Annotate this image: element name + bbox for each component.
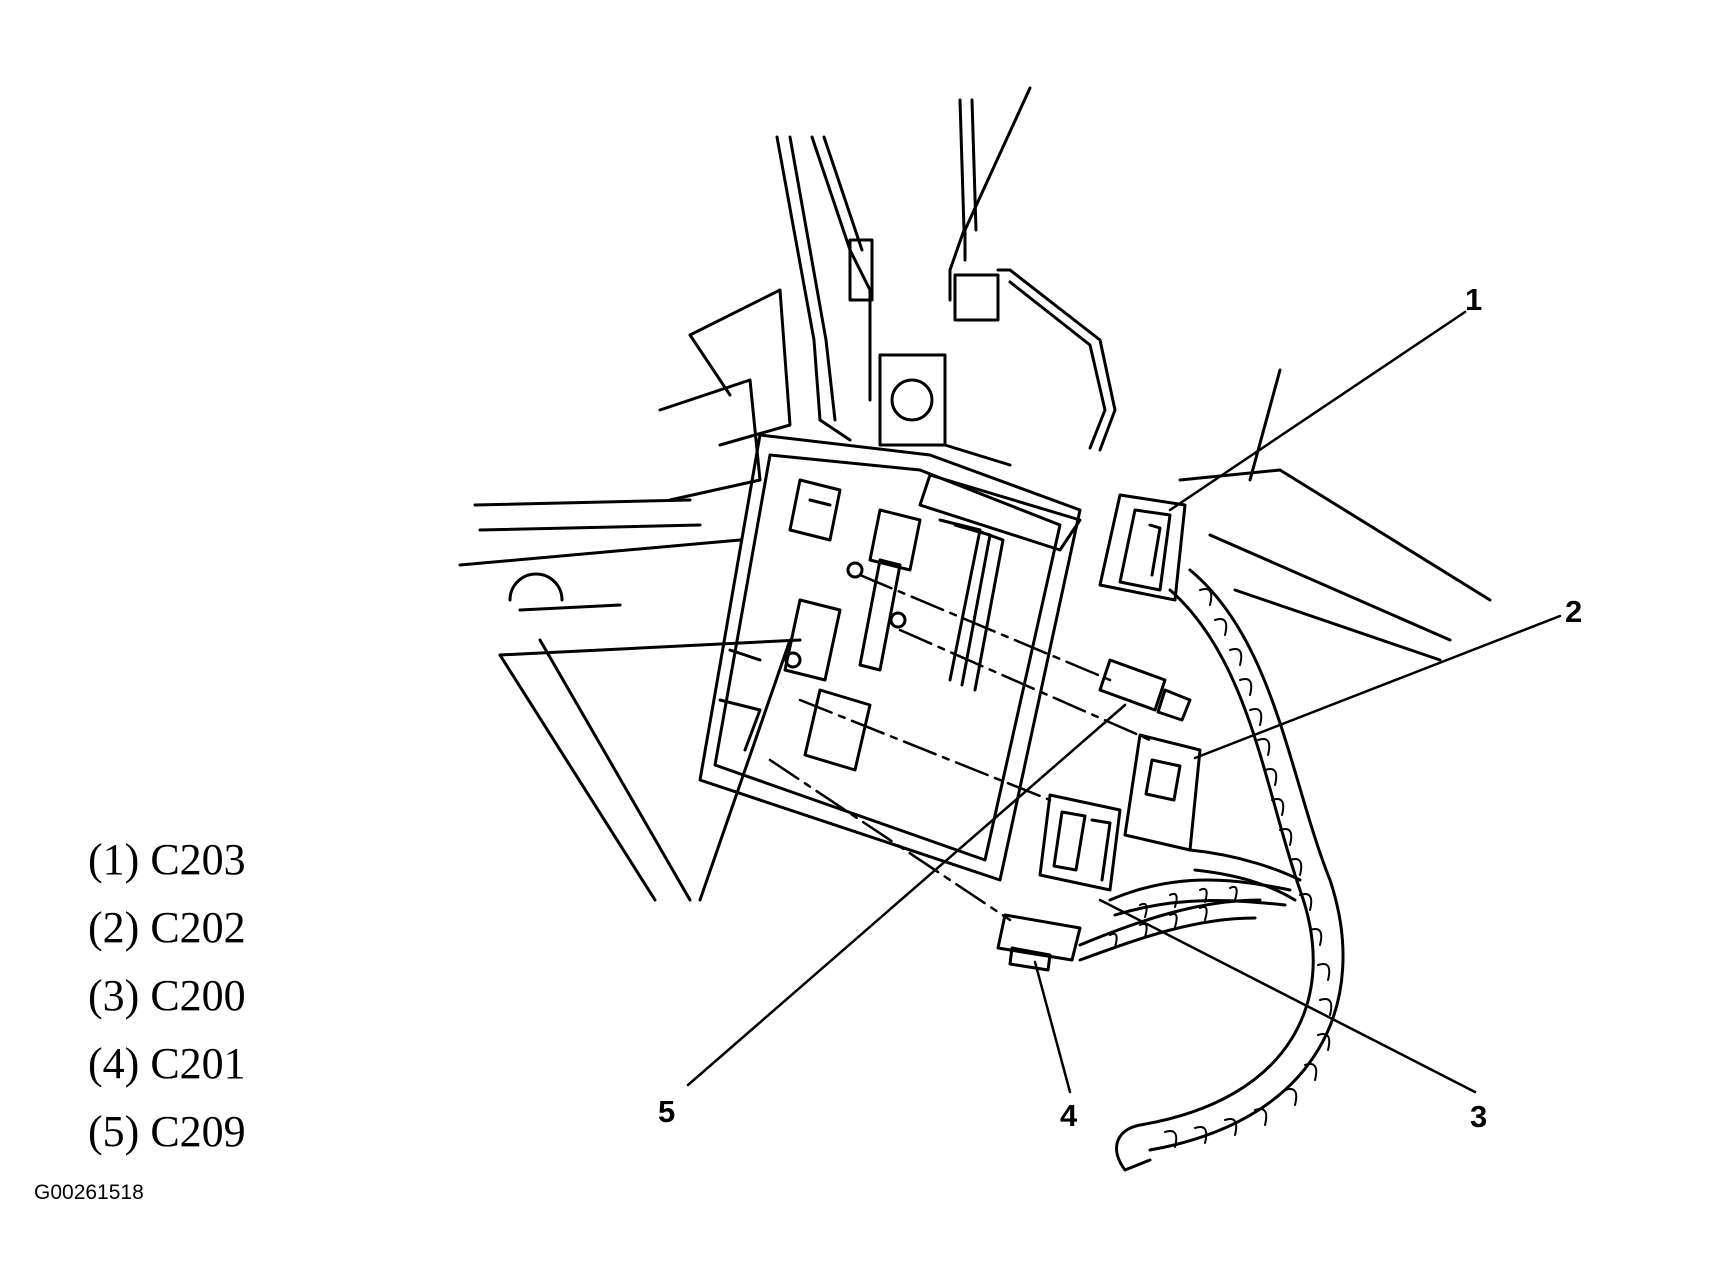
legend-item: (3) C200 — [88, 971, 246, 1020]
connector-c209 — [1098, 658, 1192, 722]
callout-2: 2 — [1565, 594, 1582, 629]
callout-3: 3 — [1470, 1099, 1487, 1134]
leader-line-3 — [1098, 898, 1477, 1094]
legend-item: (5) C209 — [88, 1107, 246, 1156]
wiring-harness — [1078, 568, 1345, 1172]
connector-c202 — [1123, 733, 1202, 852]
figure-id: G00261518 — [34, 1181, 144, 1204]
mounting-lines — [768, 573, 1152, 922]
legend-item: (2) C202 — [88, 903, 246, 952]
leader-line-4 — [1033, 960, 1072, 1094]
legend-item: (1) C203 — [88, 835, 246, 884]
connector-legend: (1) C203 (2) C202 (3) C200 (4) C201 (5) … — [88, 826, 246, 1166]
junction-block — [698, 433, 1082, 882]
body-structure — [458, 86, 1492, 902]
leader-lines — [686, 310, 1562, 1094]
callout-5: 5 — [658, 1094, 675, 1129]
callout-1: 1 — [1465, 282, 1482, 317]
callout-4: 4 — [1060, 1098, 1078, 1133]
connector-c203 — [1098, 493, 1187, 602]
legend-item: (4) C201 — [88, 1039, 246, 1088]
connector-c201 — [996, 913, 1082, 972]
leader-line-5 — [686, 703, 1127, 1087]
leader-line-2 — [1193, 614, 1562, 760]
leader-line-1 — [1168, 310, 1467, 512]
connector-c200 — [1038, 793, 1122, 892]
